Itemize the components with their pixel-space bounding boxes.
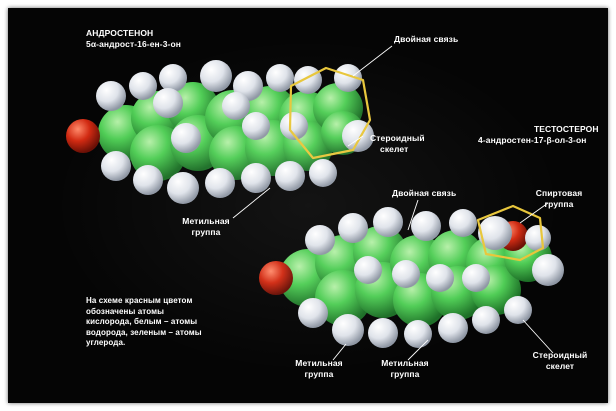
oxygen-atom <box>66 119 100 153</box>
testosterone-title: ТЕСТОСТЕРОН <box>534 124 599 135</box>
testosterone-model <box>259 206 564 348</box>
label-double-bond-top: Двойная связь <box>394 34 458 45</box>
oxygen-atom <box>259 261 293 295</box>
androstenone-formula: 5α-андрост-16-ен-3-он <box>86 39 181 50</box>
label-steroid-skeleton-bottom: Стероидный скелет <box>528 350 592 372</box>
androstenone-title: АНДРОСТЕНОН <box>86 28 153 39</box>
label-steroid-skeleton-top: Стероидный скелет <box>370 133 425 155</box>
color-legend-text: На схеме красным цветом обозначены атомы… <box>86 296 206 349</box>
androstenone-model <box>66 60 374 204</box>
molecule-figure: АНДРОСТЕНОН 5α-андрост-16-ен-3-он ТЕСТОС… <box>8 8 608 403</box>
label-methyl-group-bottom-mid: Метильная группа <box>374 358 436 380</box>
testosterone-formula: 4-андростен-17-β-ол-3-он <box>478 135 586 146</box>
label-double-bond-bottom: Двойная связь <box>392 188 456 199</box>
label-methyl-group-bottom-left: Метильная группа <box>288 358 350 380</box>
label-alcohol-group: Спиртовая группа <box>528 188 590 210</box>
label-methyl-group-top: Метильная группа <box>176 216 236 238</box>
